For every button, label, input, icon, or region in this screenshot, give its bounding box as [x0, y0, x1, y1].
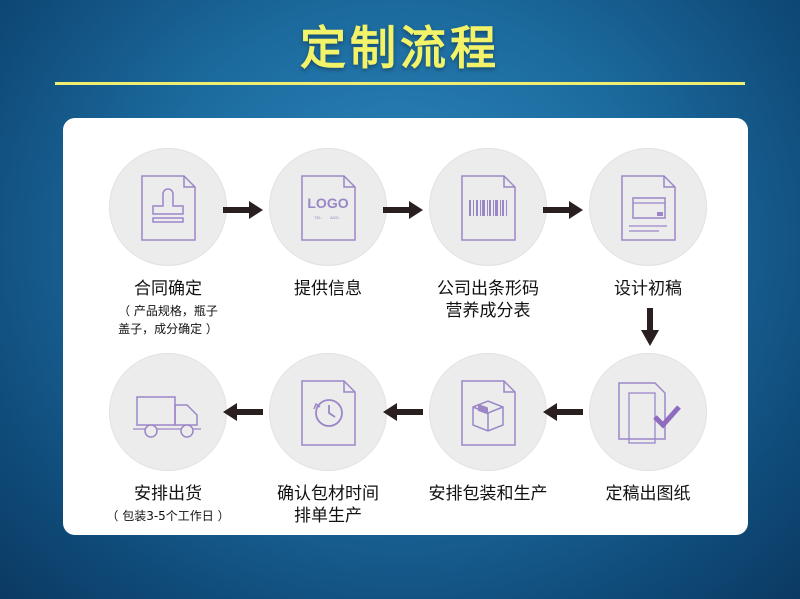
step-sub-1: （ 产品规格，瓶子: [118, 304, 218, 318]
step-label-1: 公司出条形码: [437, 279, 539, 299]
step-label-1: 确认包材时间: [277, 484, 379, 504]
step-circle: [429, 353, 547, 471]
package-document-icon: [461, 380, 516, 446]
step-label: 定稿出图纸: [605, 484, 691, 504]
arrow-left-icon: [223, 403, 263, 421]
barcode-document-icon: [461, 175, 516, 241]
step-circle: [589, 353, 707, 471]
stamp-document-icon: [141, 175, 196, 241]
step-label-2: 排单生产: [294, 506, 362, 526]
arrow-right-icon: [223, 201, 263, 219]
step-label: 安排出货: [134, 484, 202, 504]
logo-tel: TEL:: [314, 215, 322, 220]
arrow-left-icon: [383, 403, 423, 421]
step-shipping: 安排出货 （ 包装3-5个工作日 ）: [93, 353, 243, 525]
step-sub-2: 盖子，成分确定 ）: [118, 322, 218, 336]
truck-icon: [133, 396, 201, 438]
step-barcode: 公司出条形码 营养成分表: [413, 148, 563, 322]
step-label: 设计初稿: [614, 279, 682, 299]
step-packaging-production: 安排包装和生产: [413, 353, 563, 505]
logo-text: LOGO: [307, 195, 348, 211]
arrow-right-icon: [543, 201, 583, 219]
step-sub-1: （ 包装3-5个工作日 ）: [106, 509, 230, 523]
logo-document-icon: LOGO TEL: ADD:: [301, 175, 356, 241]
step-design-draft: 设计初稿: [573, 148, 723, 300]
step-circle: [109, 148, 227, 266]
page-title: 定制流程: [300, 21, 500, 75]
design-draft-icon: [621, 175, 676, 241]
step-circle: [269, 353, 387, 471]
step-label: 安排包装和生产: [428, 484, 548, 504]
logo-add: ADD:: [330, 215, 340, 220]
step-provide-info: LOGO TEL: ADD: 提供信息: [253, 148, 403, 300]
step-circle: LOGO TEL: ADD:: [269, 148, 387, 266]
step-confirm-materials: 确认包材时间 排单生产: [253, 353, 403, 527]
arrow-left-icon: [543, 403, 583, 421]
arrow-right-icon: [383, 201, 423, 219]
step-label: 提供信息: [294, 279, 362, 299]
approved-drawing-icon: [618, 382, 681, 444]
step-label: 合同确定: [134, 279, 202, 299]
step-circle: [429, 148, 547, 266]
step-label-2: 营养成分表: [445, 301, 531, 321]
process-card: 合同确定 （ 产品规格，瓶子 盖子，成分确定 ） LOGO TEL: ADD: …: [63, 118, 748, 535]
step-contract: 合同确定 （ 产品规格，瓶子 盖子，成分确定 ）: [93, 148, 243, 338]
step-circle: [109, 353, 227, 471]
step-circle: [589, 148, 707, 266]
step-final-drawing: 定稿出图纸: [573, 353, 723, 505]
title-underline: [55, 82, 745, 85]
clock-document-icon: [301, 380, 356, 446]
arrow-down-icon: [641, 308, 659, 346]
